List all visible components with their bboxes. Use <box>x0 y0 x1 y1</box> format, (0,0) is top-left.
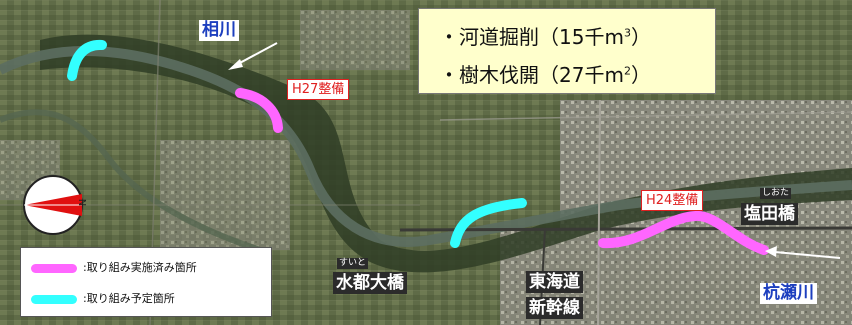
label-shiota-ruby: しおた <box>760 188 792 199</box>
label-suito-ruby: すいと <box>337 258 369 269</box>
planned-segment-aikawa <box>67 39 107 81</box>
done-segment-h27 <box>235 88 283 133</box>
compass-letter: N <box>76 198 88 207</box>
done-segment-h24 <box>598 210 769 255</box>
label-aikawa-river: 相川 <box>199 20 239 41</box>
label-h24-works: H24整備 <box>641 190 704 211</box>
callout-line-excavation: ・河道掘削（15千m3） <box>439 25 651 49</box>
label-suitoohashi-bridge: 水都大橋 <box>333 272 407 294</box>
label-h27-works: H27整備 <box>287 79 350 100</box>
legend-label-planned: :取り組み予定箇所 <box>83 292 175 305</box>
arrow-aikawa <box>228 42 278 70</box>
legend-swatch-done <box>31 264 77 273</box>
legend-swatch-planned <box>31 295 77 304</box>
arrow-kurase <box>765 246 841 259</box>
legend-label-done: :取り組み実施済み箇所 <box>83 261 197 274</box>
label-tokaido-line2: 新幹線 <box>526 297 583 319</box>
map-legend: :取り組み実施済み箇所 :取り組み予定箇所 <box>20 247 272 317</box>
works-summary-callout: ・河道掘削（15千m3） ・樹木伐開（27千m2） <box>418 8 716 94</box>
label-tokaido-line1: 東海道 <box>526 271 583 293</box>
label-shiotabashi-bridge: 塩田橋 <box>741 203 798 225</box>
label-kurase-river: 杭瀬川 <box>760 283 817 304</box>
north-arrow-icon <box>23 175 83 235</box>
planned-segment-suito <box>450 198 527 248</box>
callout-line-tree-clearing: ・樹木伐開（27千m2） <box>439 63 651 87</box>
